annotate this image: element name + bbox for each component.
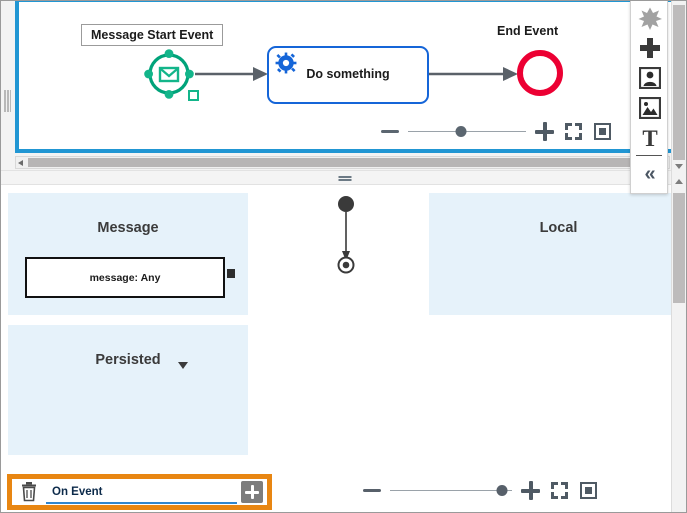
horizontal-scrollbar[interactable]: [15, 156, 670, 169]
image-icon-button[interactable]: [631, 93, 669, 123]
sparkle-star-icon: [638, 7, 662, 30]
sequence-flow-start-to-task[interactable]: [195, 65, 269, 83]
zoom-slider-thumb-top[interactable]: [455, 126, 467, 137]
start-event-resize-handle[interactable]: [188, 90, 199, 101]
plus-cross-icon-button[interactable]: [631, 33, 669, 63]
service-task-node[interactable]: Do something: [267, 46, 429, 104]
state-machine-panel: Message Local Persisted message: Any: [1, 185, 686, 512]
start-event-label: Message Start Event: [81, 24, 224, 46]
add-event-button[interactable]: [241, 481, 263, 503]
arrow-head-icon: [342, 251, 350, 261]
vertical-scrollbar-thumb-bottom[interactable]: [673, 193, 685, 303]
message-start-event[interactable]: [143, 48, 199, 101]
text-tool-icon: T: [642, 125, 658, 151]
lane-local[interactable]: Local: [429, 193, 686, 315]
vertical-scrollbar[interactable]: [671, 1, 686, 512]
scroll-down-arrow-icon[interactable]: [675, 164, 683, 169]
sequence-flow-task-to-end[interactable]: [429, 65, 519, 83]
bpmn-editor-panel: Message Start Event: [1, 1, 686, 171]
delete-button[interactable]: [12, 482, 46, 502]
scroll-up-arrow-icon[interactable]: [675, 179, 683, 184]
collapse-chevron-icon: «: [644, 163, 656, 185]
message-type-box[interactable]: message: Any: [25, 257, 225, 298]
envelope-icon: [144, 49, 194, 99]
canvas-zoom-toolbar-bottom[interactable]: [363, 481, 597, 500]
zoom-out-button[interactable]: [381, 130, 399, 133]
end-event-label: End Event: [497, 24, 559, 38]
scroll-left-arrow-icon[interactable]: [18, 160, 23, 166]
chevron-down-icon[interactable]: [178, 362, 188, 369]
plus-cross-icon: [640, 38, 660, 58]
collapse-palette-button[interactable]: «: [631, 159, 669, 189]
zoom-slider-track-top[interactable]: [408, 126, 526, 137]
zoom-in-button[interactable]: [535, 122, 554, 141]
lane-persisted-title: Persisted: [95, 352, 161, 368]
center-diagram-button[interactable]: [594, 123, 611, 140]
user-portrait-icon: [639, 67, 661, 89]
vertical-scrollbar-thumb-top[interactable]: [673, 5, 685, 160]
palette-divider: [636, 155, 662, 156]
trash-icon: [22, 482, 36, 502]
zoom-slider-thumb-bottom[interactable]: [496, 485, 508, 496]
horizontal-scrollbar-thumb[interactable]: [28, 158, 648, 167]
on-event-input-value: On Event: [52, 486, 103, 498]
zoom-in-button-bottom[interactable]: [521, 481, 540, 500]
end-event-node[interactable]: [517, 50, 563, 96]
text-tool-icon-button[interactable]: T: [631, 123, 669, 153]
image-icon: [639, 97, 661, 119]
lane-persisted[interactable]: Persisted: [8, 325, 248, 455]
lane-local-title: Local: [539, 220, 578, 236]
initial-node-icon: [338, 196, 354, 212]
on-event-input[interactable]: On Event: [46, 479, 241, 505]
bpmn-canvas[interactable]: Message Start Event: [15, 1, 674, 153]
sparkle-star-icon-button[interactable]: [631, 3, 669, 33]
fit-to-screen-button-bottom[interactable]: [551, 482, 568, 499]
splitter-grip-handle[interactable]: [338, 176, 351, 181]
activity-flow-diagram[interactable]: [331, 195, 361, 275]
panel-splitter[interactable]: [1, 170, 686, 185]
gear-icon: [275, 52, 297, 74]
zoom-out-button-bottom[interactable]: [363, 489, 381, 492]
tool-palette[interactable]: T «: [630, 1, 668, 194]
canvas-zoom-toolbar-top[interactable]: [381, 122, 611, 141]
zoom-slider-track-bottom[interactable]: [390, 485, 512, 496]
fit-to-screen-button[interactable]: [565, 123, 582, 140]
final-node-icon: [342, 261, 350, 269]
panel-resize-grip-left[interactable]: [4, 90, 11, 112]
center-diagram-button-bottom[interactable]: [580, 482, 597, 499]
user-portrait-icon-button[interactable]: [631, 63, 669, 93]
input-underline: [46, 502, 237, 504]
on-event-toolbar[interactable]: On Event: [7, 474, 272, 510]
lane-message-title: Message: [97, 220, 159, 236]
message-box-resize-handle[interactable]: [227, 269, 235, 278]
task-label: Do something: [306, 67, 390, 81]
